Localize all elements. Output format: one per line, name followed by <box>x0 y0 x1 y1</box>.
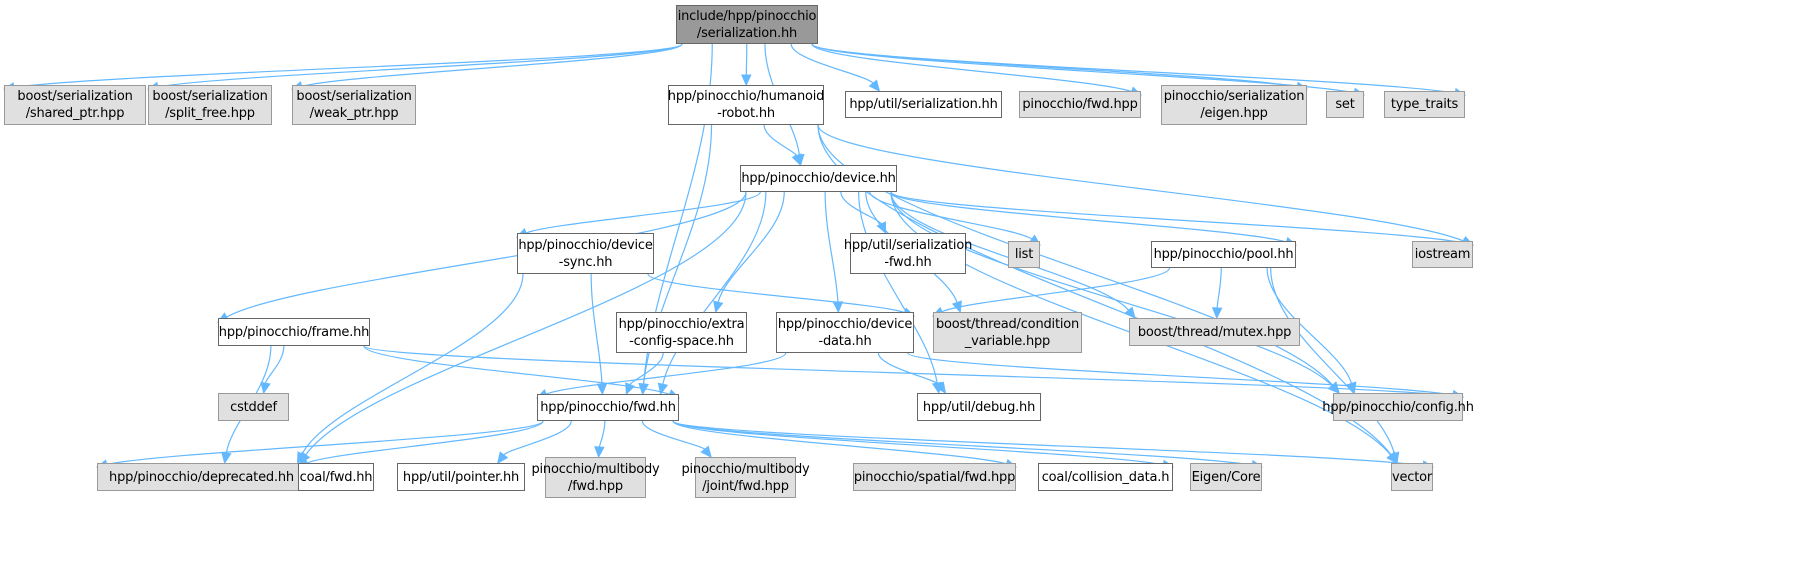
edge-root-to-pin-fwd <box>811 43 1132 93</box>
node-cstddef[interactable]: cstddef <box>218 393 289 421</box>
edge-humanoid-to-device <box>763 124 798 157</box>
edge-device-sync-to-hpp-fwd <box>590 273 603 385</box>
arrowhead-icon <box>260 381 271 395</box>
edge-device-to-hpp-fwd <box>662 191 767 385</box>
node-split-free[interactable]: boost/serialization /split_free.hpp <box>148 85 272 125</box>
edge-device-data-to-debug <box>877 352 941 386</box>
node-eigen-core[interactable]: Eigen/Core <box>1190 463 1262 491</box>
edge-hpp-fwd-to-spatial-fwd <box>672 420 1007 465</box>
node-util-ser-fwd[interactable]: hpp/util/serialization -fwd.hh <box>844 233 972 274</box>
node-list[interactable]: list <box>1008 241 1040 268</box>
edge-device-sync-to-deprecated <box>301 273 524 455</box>
edge-device-to-iostream <box>890 191 1464 244</box>
edge-hpp-fwd-to-mb-fwd <box>598 420 606 448</box>
edge-hpp-fwd-to-coal-collision <box>672 420 1164 466</box>
node-device-sync[interactable]: hpp/pinocchio/device -sync.hh <box>517 233 654 274</box>
node-humanoid[interactable]: hpp/pinocchio/humanoid -robot.hh <box>668 85 824 125</box>
node-device[interactable]: hpp/pinocchio/device.hh <box>740 165 897 192</box>
edge-device-to-debug <box>858 191 938 384</box>
edge-device-data-to-config <box>907 352 1454 396</box>
node-spatial-fwd[interactable]: pinocchio/spatial/fwd.hpp <box>853 463 1016 491</box>
node-hpp-fwd[interactable]: hpp/pinocchio/fwd.hh <box>537 394 679 421</box>
edge-device-to-mutex <box>890 191 1130 311</box>
arrowhead-icon <box>1124 306 1136 319</box>
edge-pool-to-cond-var <box>941 267 1171 313</box>
node-weak-ptr[interactable]: boost/serialization /weak_ptr.hpp <box>292 85 416 125</box>
edge-frame-to-config <box>363 345 1454 397</box>
arrowhead-icon <box>1211 307 1223 320</box>
edge-root-to-weak-ptr <box>301 43 683 87</box>
edge-device-to-list <box>869 191 1033 240</box>
edge-pool-to-vector <box>1270 267 1395 454</box>
node-pin-fwd[interactable]: pinocchio/fwd.hpp <box>1019 91 1141 118</box>
node-mb-joint-fwd[interactable]: pinocchio/multibody /joint/fwd.hpp <box>681 457 810 498</box>
edge-pool-to-config <box>1266 267 1353 384</box>
edge-device-to-device-sync <box>525 191 761 234</box>
arrowhead-icon <box>700 445 712 458</box>
edge-root-to-type-traits <box>811 43 1456 94</box>
node-iostream[interactable]: iostream <box>1412 241 1473 268</box>
edge-root-to-util-serialization <box>790 43 874 84</box>
node-set[interactable]: set <box>1326 91 1364 118</box>
arrowhead-icon <box>741 74 752 87</box>
edge-device-to-device-data <box>824 191 839 303</box>
node-shared-ptr[interactable]: boost/serialization /shared_ptr.hpp <box>4 85 146 125</box>
node-type-traits[interactable]: type_traits <box>1384 91 1465 118</box>
node-cond-var[interactable]: boost/thread/condition _variable.hpp <box>933 312 1082 353</box>
arrowhead-icon <box>868 79 881 92</box>
edge-root-to-split-free <box>157 43 683 88</box>
edge-humanoid-to-iostream <box>817 124 1465 242</box>
edge-device-to-extra-config <box>717 191 785 303</box>
edge-root-to-shared-ptr <box>13 43 683 89</box>
node-debug[interactable]: hpp/util/debug.hh <box>917 393 1041 421</box>
arrowhead-icon <box>791 153 802 167</box>
edge-hpp-fwd-to-deprecated <box>106 420 544 466</box>
edge-device-to-deprecated <box>305 191 747 456</box>
node-deprecated[interactable]: hpp/pinocchio/deprecated.hh <box>97 463 306 491</box>
edge-humanoid-to-config <box>817 124 1334 386</box>
arrowhead-icon <box>876 221 887 235</box>
edge-hpp-fwd-to-vector <box>672 420 1424 467</box>
edge-hpp-fwd-to-util-pointer <box>503 420 572 456</box>
edge-device-to-pool <box>890 191 1287 243</box>
node-util-serialization[interactable]: hpp/util/serialization.hh <box>845 91 1002 118</box>
node-pin-ser-eigen[interactable]: pinocchio/serialization /eigen.hpp <box>1161 85 1307 125</box>
arrowhead-icon <box>1389 451 1400 465</box>
node-frame[interactable]: hpp/pinocchio/frame.hh <box>218 318 370 346</box>
arrowhead-icon <box>625 382 636 396</box>
edge-frame-to-cstddef <box>264 345 285 384</box>
arrowhead-icon <box>497 451 509 464</box>
edge-hpp-fwd-to-eigen-core <box>672 420 1253 466</box>
edge-device-sync-to-device-data <box>647 273 905 314</box>
node-extra-config[interactable]: hpp/pinocchio/extra -config-space.hh <box>616 312 747 353</box>
node-device-data[interactable]: hpp/pinocchio/device -data.hh <box>776 312 914 353</box>
node-config[interactable]: hpp/pinocchio/config.hh <box>1322 393 1474 421</box>
arrowhead-icon <box>935 381 947 394</box>
arrowhead-icon <box>221 451 232 465</box>
edge-device-to-config <box>890 191 1333 387</box>
node-pool[interactable]: hpp/pinocchio/pool.hh <box>1151 241 1296 268</box>
edge-frame-to-hpp-fwd <box>363 345 670 395</box>
edge-hpp-fwd-to-mb-joint-fwd <box>641 420 706 450</box>
node-mutex[interactable]: boost/thread/mutex.hpp <box>1129 318 1300 346</box>
edge-pool-to-mutex <box>1216 267 1222 309</box>
arrowhead-icon <box>832 301 844 314</box>
edge-hpp-fwd-to-coal-fwd <box>306 420 544 464</box>
edge-device-to-frame <box>226 191 747 318</box>
node-vector[interactable]: vector <box>1391 463 1433 491</box>
edge-humanoid-to-vector <box>817 124 1392 456</box>
arrowhead-icon <box>596 383 608 396</box>
edge-extra-config-to-hpp-fwd <box>629 352 664 386</box>
arrowhead-icon <box>296 451 307 465</box>
edge-device-data-to-hpp-fwd <box>545 352 787 395</box>
arrowhead-icon <box>713 300 724 314</box>
node-mb-fwd[interactable]: pinocchio/multibody /fwd.hpp <box>531 457 660 498</box>
node-coal-fwd[interactable]: coal/fwd.hh <box>298 463 374 491</box>
node-util-pointer[interactable]: hpp/util/pointer.hh <box>397 463 525 491</box>
node-coal-collision[interactable]: coal/collision_data.h <box>1038 463 1173 491</box>
node-root[interactable]: include/hpp/pinocchio /serialization.hh <box>676 5 818 44</box>
arrowhead-icon <box>594 446 605 459</box>
